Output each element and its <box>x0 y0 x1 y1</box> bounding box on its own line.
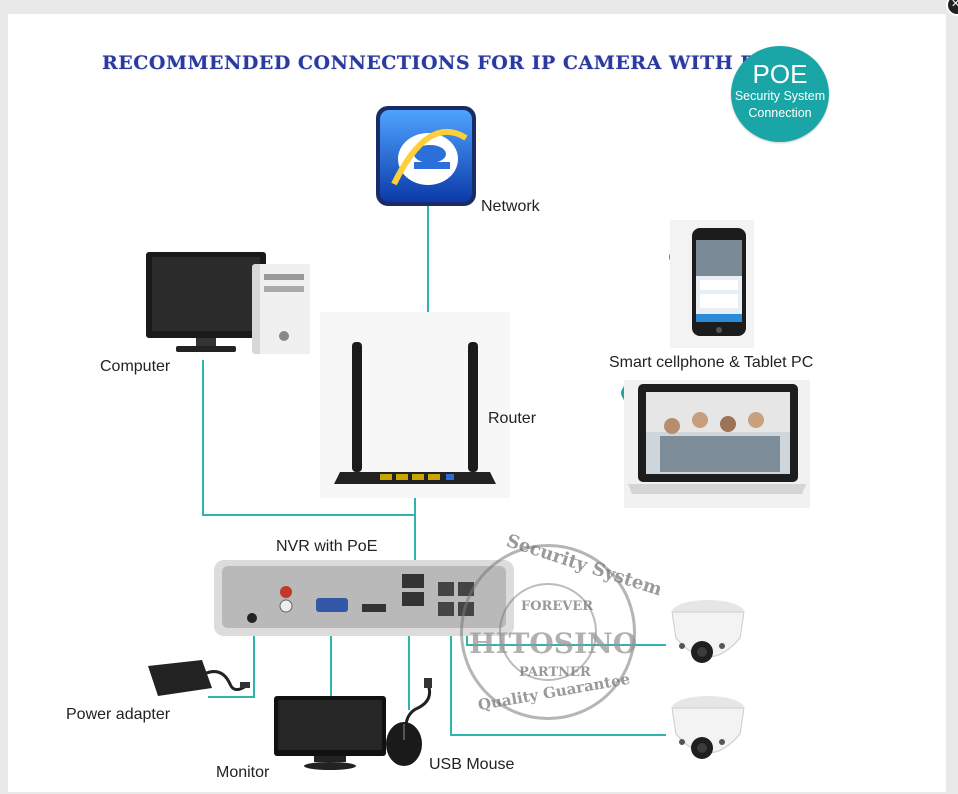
watermark-forever: FOREVER <box>521 599 594 614</box>
dome-camera-icon-2 <box>666 694 750 774</box>
wire-router-nvr <box>414 476 416 576</box>
nvr-icon <box>214 560 514 636</box>
wire-computer-vertical <box>202 360 204 516</box>
router-label: Router <box>488 410 537 427</box>
monitor-label: Monitor <box>216 764 270 781</box>
laptop-icon <box>624 380 810 508</box>
watermark-brand: HITOSINO <box>469 627 638 660</box>
wire-monitor <box>330 624 332 708</box>
watermark-partner: PARTNER <box>519 665 591 680</box>
wire-power-horizontal <box>208 696 255 698</box>
wire-mouse <box>408 624 410 710</box>
network-label: Network <box>481 198 540 215</box>
wire-camera2-horizontal <box>450 734 666 736</box>
wire-camera2-vertical <box>450 604 452 736</box>
usb-mouse-icon <box>378 678 448 768</box>
dome-camera-icon-1 <box>666 598 750 678</box>
close-icon[interactable]: ✕ <box>946 0 958 16</box>
nvr-label: NVR with PoE <box>276 538 378 555</box>
diagram-title: RECOMMENDED CONNECTIONS FOR IP CAMERA WI… <box>102 52 788 74</box>
badge-line2: Connection <box>748 106 812 120</box>
monitor-icon <box>274 696 386 772</box>
hitosino-watermark: Security System FOREVER HITOSINO PARTNER… <box>460 530 665 720</box>
wire-computer-horizontal <box>202 514 416 516</box>
computer-icon <box>146 250 316 362</box>
computer-label: Computer <box>100 358 171 375</box>
badge-main: POE <box>752 59 808 89</box>
usb-mouse-label: USB Mouse <box>429 756 515 773</box>
power-adapter-label: Power adapter <box>66 706 171 723</box>
internet-explorer-icon <box>374 104 478 208</box>
watermark-inner-ring <box>499 583 597 681</box>
poe-badge: POE Security System Connection <box>731 46 829 142</box>
badge-line1: Security System <box>734 89 826 103</box>
diagram-canvas: RECOMMENDED CONNECTIONS FOR IP CAMERA WI… <box>8 14 946 792</box>
wire-power-vertical <box>253 622 255 698</box>
mobile-label: Smart cellphone & Tablet PC <box>609 354 814 371</box>
power-adapter-icon <box>142 656 252 706</box>
router-icon <box>320 312 510 498</box>
smartphone-icon <box>670 220 754 348</box>
